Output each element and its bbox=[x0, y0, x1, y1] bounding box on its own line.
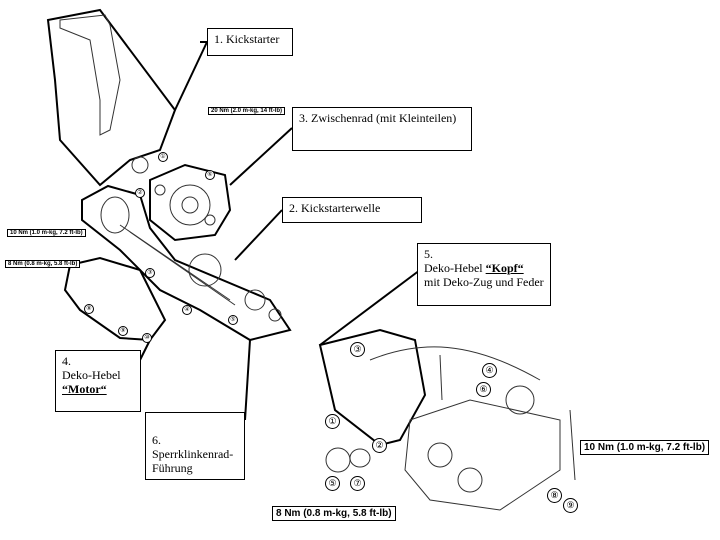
part-number: ⑤ bbox=[325, 476, 340, 491]
part-number: ⑧ bbox=[84, 304, 94, 314]
part-number: ② bbox=[372, 438, 387, 453]
group-parts bbox=[59, 14, 576, 511]
label-text: mit Deko-Zug und Feder bbox=[424, 275, 544, 289]
label-sperrklinkenrad: 6. Sperrklinkenrad-Führung bbox=[145, 412, 245, 480]
label-kickstarterwelle: 2. Kickstarterwelle bbox=[282, 197, 422, 223]
torque-label: 10 Nm (1.0 m-kg, 7.2 ft-lb) bbox=[7, 229, 86, 237]
part-number: ① bbox=[325, 414, 340, 429]
part-number: ④ bbox=[182, 305, 192, 315]
part-number: ⑧ bbox=[547, 488, 562, 503]
label-number: 6. bbox=[152, 433, 161, 447]
outline-zwischenrad bbox=[149, 163, 232, 242]
gear-idler bbox=[169, 184, 211, 226]
label-text: Sperrklinkenrad-Führung bbox=[152, 447, 234, 475]
part-number: ⑩ bbox=[142, 333, 152, 343]
label-deko-hebel-kopf: 5. Deko-Hebel “Kopf“ mit Deko-Zug und Fe… bbox=[417, 243, 551, 306]
torque-label: 8 Nm (0.8 m-kg, 5.8 ft-lb) bbox=[272, 506, 396, 521]
label-text: 3. Zwischenrad (mit Kleinteilen) bbox=[299, 111, 457, 125]
cylinder-head bbox=[404, 399, 561, 511]
torque-label: 8 Nm (0.8 m-kg, 5.8 ft-lb) bbox=[5, 260, 81, 268]
label-zwischenrad: 3. Zwischenrad (mit Kleinteilen) bbox=[292, 107, 472, 151]
outline-kopf-lever bbox=[318, 328, 427, 447]
label-kickstarter: 1. Kickstarter bbox=[207, 28, 293, 56]
o-ring bbox=[349, 448, 371, 468]
label-bold: “Kopf“ bbox=[485, 261, 524, 275]
outline-kickstarter bbox=[46, 8, 177, 187]
label-number: 4. bbox=[62, 354, 71, 368]
part-number: ③ bbox=[350, 342, 365, 357]
ratchet-gear bbox=[188, 253, 222, 287]
seal bbox=[131, 156, 149, 174]
cover-plug bbox=[325, 447, 351, 473]
part-number: ⑨ bbox=[563, 498, 578, 513]
label-text: 2. Kickstarterwelle bbox=[289, 201, 381, 215]
label-number: 5. bbox=[424, 247, 433, 261]
spring bbox=[100, 196, 130, 234]
part-number: ⑥ bbox=[205, 170, 215, 180]
kick-lever bbox=[59, 14, 121, 136]
part-number: ⑤ bbox=[228, 315, 238, 325]
deco-cable bbox=[369, 346, 541, 381]
label-text: Deko-Hebel bbox=[62, 368, 121, 382]
torque-label: 20 Nm (2.0 m-kg, 14 ft-lb) bbox=[208, 107, 286, 115]
part-number: ③ bbox=[145, 268, 155, 278]
bolt bbox=[569, 409, 576, 481]
label-bold: “Motor“ bbox=[62, 382, 107, 396]
part-number: ⑦ bbox=[350, 476, 365, 491]
torque-label: 10 Nm (1.0 m-kg, 7.2 ft-lb) bbox=[580, 440, 710, 455]
label-deko-hebel-motor: 4. Deko-Hebel “Motor“ bbox=[55, 350, 141, 412]
label-text: Deko-Hebel bbox=[424, 261, 486, 275]
part-number: ⑨ bbox=[118, 326, 128, 336]
part-number: ⑥ bbox=[476, 382, 491, 397]
part-number: ① bbox=[158, 152, 168, 162]
part-number: ② bbox=[135, 188, 145, 198]
part-number: ④ bbox=[482, 363, 497, 378]
label-text: 1. Kickstarter bbox=[214, 32, 280, 46]
